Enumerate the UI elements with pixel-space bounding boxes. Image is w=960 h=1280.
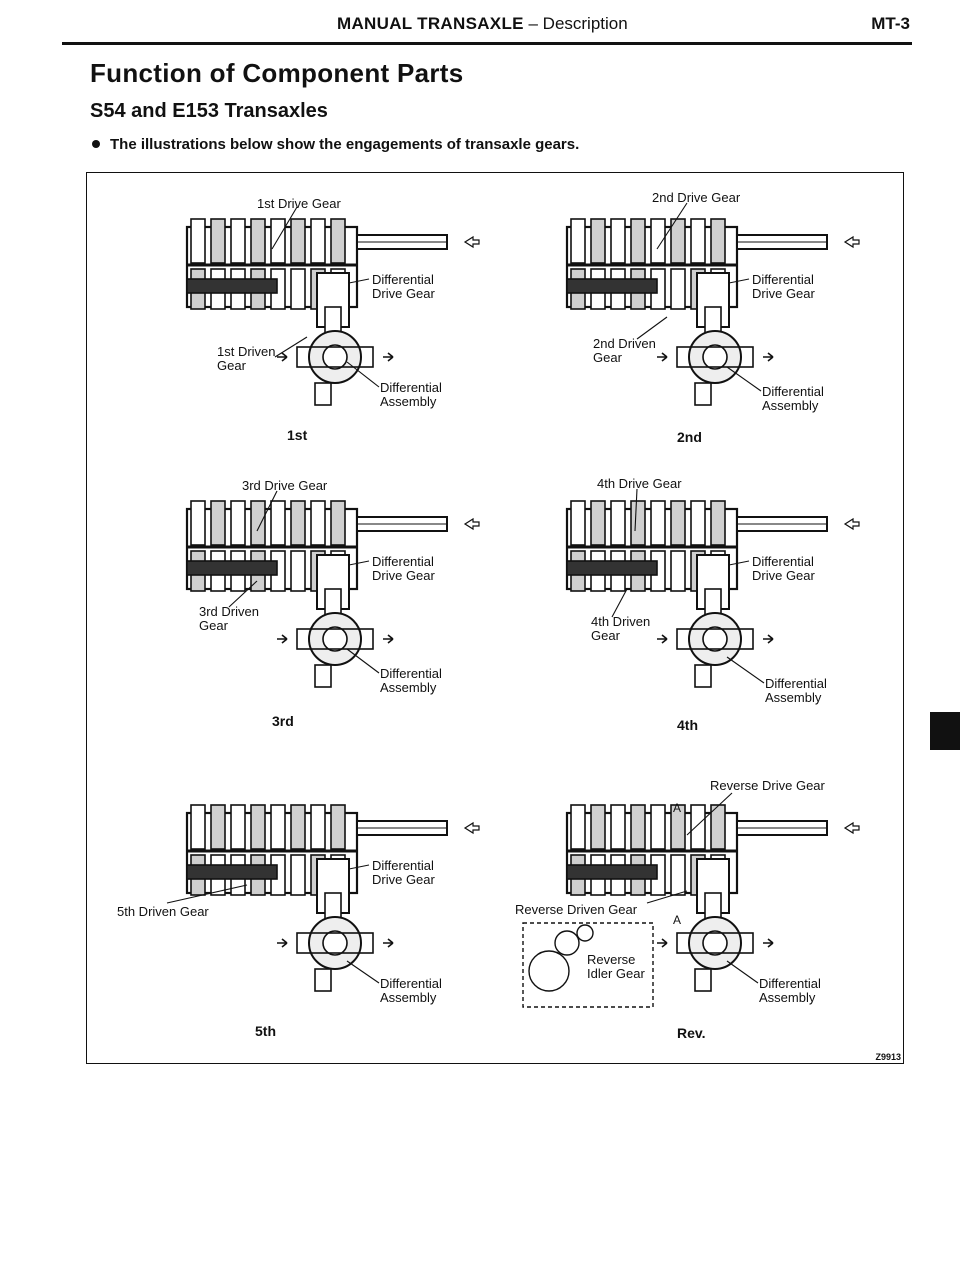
transaxle-illustration-3rd	[185, 490, 480, 688]
gear-caption: 4th	[677, 717, 698, 733]
drive-gear-label: 3rd Drive Gear	[242, 478, 328, 493]
transaxle-illustration-2nd	[565, 202, 860, 406]
transaxle-illustration-1st	[185, 206, 480, 406]
bullet-text: The illustrations below show the engagem…	[92, 136, 579, 153]
drive-gear-label: Reverse Drive Gear	[710, 778, 825, 793]
gear-housing-drawing	[565, 218, 860, 406]
side-tab-marker	[930, 712, 960, 750]
gear-housing-drawing	[185, 804, 480, 992]
gear-caption: 2nd	[677, 429, 702, 445]
gear-caption: 3rd	[272, 713, 294, 729]
gear-housing-drawing	[565, 804, 860, 992]
gear-caption: 1st	[287, 427, 308, 443]
bullet-dot-icon	[92, 140, 100, 149]
gear-housing-drawing	[185, 218, 480, 406]
gear-caption: Rev.	[677, 1025, 706, 1041]
sub-title: S54 and E153 Transaxles	[90, 100, 328, 122]
header-title: MANUAL TRANSAXLE – Description	[337, 14, 628, 33]
marker-a-bottom: A	[673, 913, 682, 927]
gear-caption: 5th	[255, 1023, 276, 1039]
leader-lines	[166, 864, 380, 984]
panel-reverse: Reverse Drive Gear A Reverse Driven Gear…	[515, 773, 927, 1053]
drive-gear-label: 1st Drive Gear	[257, 196, 341, 211]
transaxle-illustration-5th	[166, 804, 480, 992]
marker-a-top: A	[673, 801, 682, 815]
leader-lines	[611, 488, 765, 684]
drive-gear-label: 2nd Drive Gear	[652, 190, 741, 205]
transaxle-illustration-reverse	[522, 792, 860, 1008]
driven-gear-label: Reverse Driven Gear	[515, 902, 638, 917]
section-title: Function of Component Parts	[90, 58, 464, 88]
driven-gear-label: 5th Driven Gear	[117, 904, 209, 919]
page-code: MT-3	[871, 14, 910, 33]
leader-lines	[636, 202, 762, 392]
figure-code: Z9913	[875, 1052, 901, 1062]
leader-lines	[646, 792, 759, 984]
leader-lines	[228, 490, 380, 674]
gear-housing-drawing	[185, 500, 480, 688]
transaxle-illustration-4th	[565, 488, 860, 688]
gear-housing-drawing	[565, 500, 860, 688]
idler-gear-inset	[522, 922, 654, 1008]
drive-gear-label: 4th Drive Gear	[597, 476, 682, 491]
leader-lines	[271, 206, 380, 388]
page-header: MANUAL TRANSAXLE – Description MT-3	[62, 14, 912, 45]
